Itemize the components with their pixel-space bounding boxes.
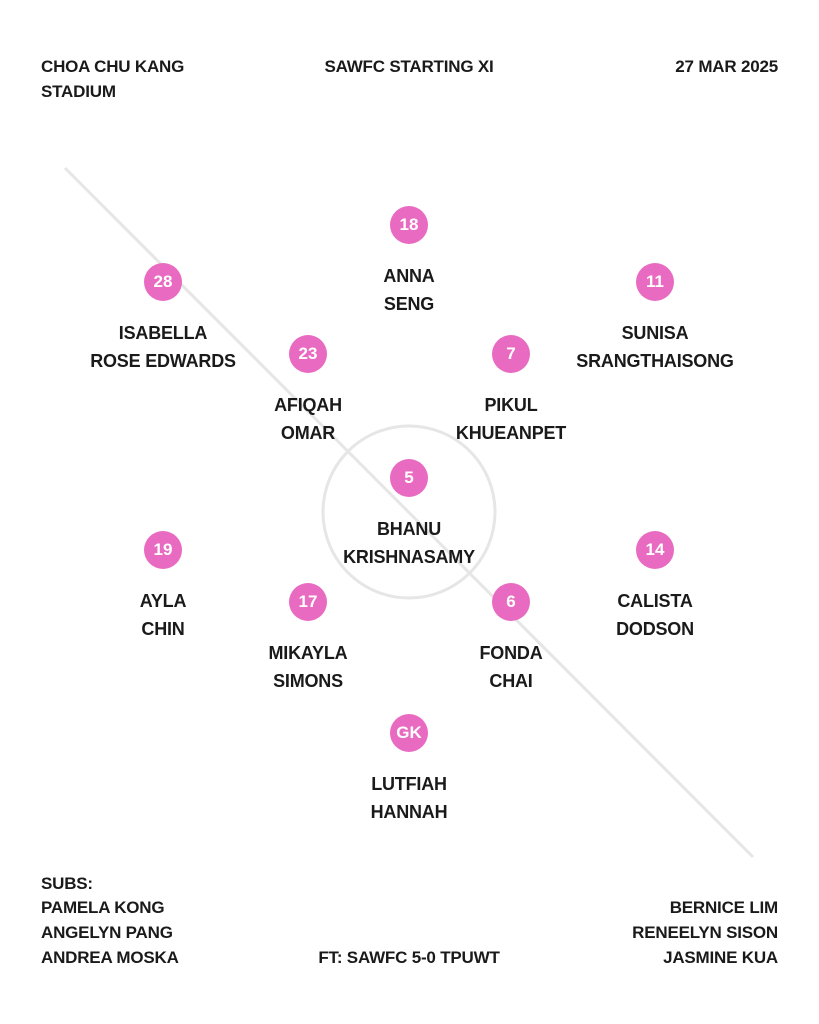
- player-name: BHANU KRISHNASAMY: [289, 515, 529, 571]
- player-name: CALISTA DODSON: [535, 587, 775, 643]
- player-number-badge: 7: [492, 335, 530, 373]
- player-marker: 14 CALISTA DODSON: [535, 531, 775, 643]
- player-name: FONDA CHAI: [391, 639, 631, 695]
- sub-left: ANGELYN PANG: [41, 923, 173, 942]
- player-number-badge: 23: [289, 335, 327, 373]
- sub-right: JASMINE KUA: [663, 948, 778, 967]
- player-name-line2: HANNAH: [370, 802, 448, 822]
- player-name-line1: MIKAYLA: [268, 643, 348, 663]
- player-number-badge: 18: [390, 206, 428, 244]
- sub-left: ANDREA MOSKA: [41, 948, 179, 967]
- player-marker: 7 PIKUL KHUEANPET: [391, 335, 631, 447]
- player-marker: 23 AFIQAH OMAR: [188, 335, 428, 447]
- player-name-line2: DODSON: [616, 619, 694, 639]
- venue-line2: STADIUM: [41, 82, 116, 101]
- player-name-line2: KHUEANPET: [455, 423, 567, 443]
- player-number-badge: 14: [636, 531, 674, 569]
- player-number-badge: 11: [636, 263, 674, 301]
- player-number-badge: 6: [492, 583, 530, 621]
- player-name-line2: CHIN: [141, 619, 185, 639]
- player-number-badge: GK: [390, 714, 428, 752]
- player-name: PIKUL KHUEANPET: [391, 391, 631, 447]
- venue-line1: CHOA CHU KANG: [41, 57, 185, 76]
- player-number-badge: 5: [390, 459, 428, 497]
- player-name-line1: BHANU: [377, 519, 441, 539]
- subs-label: SUBS:: [41, 874, 93, 893]
- player-marker: 17 MIKAYLA SIMONS: [188, 583, 428, 695]
- player-marker: 18 ANNA SENG: [289, 206, 529, 318]
- final-score: FT: SAWFC 5-0 TPUWT: [318, 948, 500, 967]
- player-name-line1: AYLA: [139, 591, 187, 611]
- player-number-badge: 17: [289, 583, 327, 621]
- sub-left: PAMELA KONG: [41, 898, 165, 917]
- player-name-line1: AFIQAH: [274, 395, 342, 415]
- sub-right: BERNICE LIM: [669, 898, 779, 917]
- page-title: SAWFC STARTING XI: [324, 57, 494, 76]
- player-name-line2: CHAI: [489, 671, 533, 691]
- player-marker: 19 AYLA CHIN: [43, 531, 283, 643]
- player-name: SUNISA SRANGTHAISONG: [535, 319, 775, 375]
- player-name-line1: ANNA: [383, 266, 435, 286]
- player-name: MIKAYLA SIMONS: [188, 639, 428, 695]
- player-name-line2: ROSE EDWARDS: [90, 351, 236, 371]
- player-name-line1: FONDA: [479, 643, 543, 663]
- player-name: AFIQAH OMAR: [188, 391, 428, 447]
- player-marker: 6 FONDA CHAI: [391, 583, 631, 695]
- sub-right: RENEELYN SISON: [632, 923, 778, 942]
- player-name-line2: OMAR: [280, 423, 336, 443]
- player-marker: 28 ISABELLA ROSE EDWARDS: [43, 263, 283, 375]
- player-number-badge: 28: [144, 263, 182, 301]
- player-name-line2: KRISHNASAMY: [343, 547, 475, 567]
- player-name-line2: SRANGTHAISONG: [576, 351, 734, 371]
- player-marker: 5 BHANU KRISHNASAMY: [289, 459, 529, 571]
- player-number-badge: 19: [144, 531, 182, 569]
- player-name-line1: CALISTA: [617, 591, 693, 611]
- player-name: LUTFIAH HANNAH: [289, 770, 529, 826]
- player-name-line1: SUNISA: [621, 323, 689, 343]
- player-name: ANNA SENG: [289, 262, 529, 318]
- player-marker: GK LUTFIAH HANNAH: [289, 714, 529, 826]
- match-date: 27 MAR 2025: [675, 57, 778, 76]
- player-name-line2: SIMONS: [273, 671, 343, 691]
- player-name: ISABELLA ROSE EDWARDS: [43, 319, 283, 375]
- player-name: AYLA CHIN: [43, 587, 283, 643]
- player-name-line1: LUTFIAH: [371, 774, 447, 794]
- player-name-line1: ISABELLA: [118, 323, 208, 343]
- player-name-line2: SENG: [383, 294, 435, 314]
- player-name-line1: PIKUL: [484, 395, 538, 415]
- center-circle: [321, 424, 497, 600]
- player-marker: 11 SUNISA SRANGTHAISONG: [535, 263, 775, 375]
